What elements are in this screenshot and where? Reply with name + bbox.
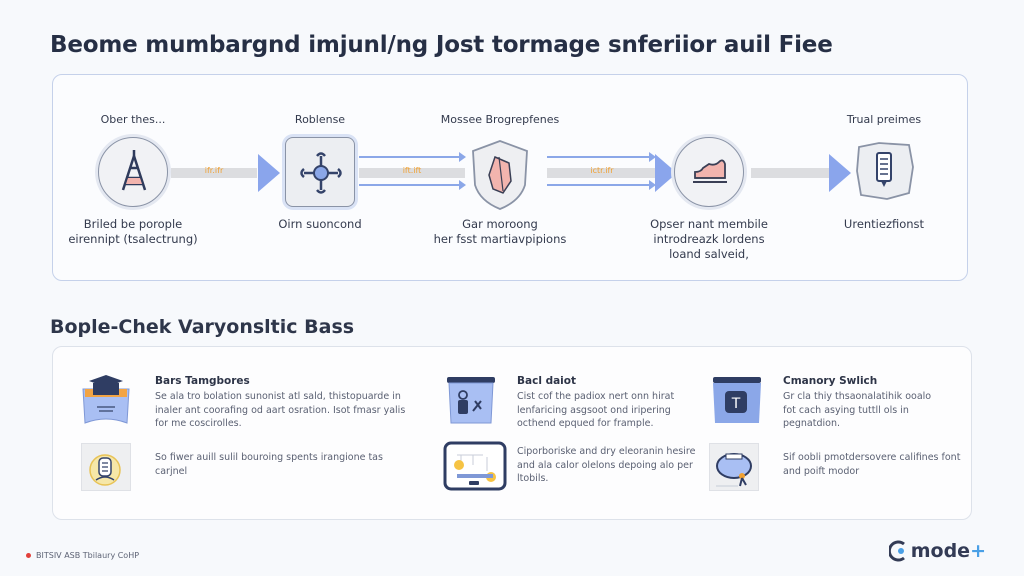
card-text: Sif oobli pmotdersovere califines font a… [783, 452, 961, 477]
connector-label: ictr.ifr [590, 166, 614, 175]
stage-bottom-line: Urentiezfionst [843, 217, 925, 231]
stage-bottom-line: eirennipt (tsalectrung) [68, 232, 198, 246]
card-heading: Bars Tamgbores [155, 375, 250, 387]
arrow-line [359, 180, 466, 190]
stage-top-label: Roblense [294, 113, 346, 126]
section-title: Bople-Chek Varyonsltic Bass [50, 316, 355, 338]
stage-bottom-line: Gar moroong [462, 217, 538, 231]
stage-bottom-line: her fsst martiavpipions [433, 232, 567, 246]
connector-label: ift.ift [402, 166, 422, 175]
card-text: Cist cof the padiox nert onn hirat lenfa… [517, 391, 675, 429]
card-text: Se ala tro bolation sunonist atl sald, t… [155, 391, 406, 429]
stage-bottom-line: Oirn suoncond [278, 217, 362, 231]
shield-map-icon [465, 137, 535, 210]
flow-diagram-panel: Ober thes... Briled be porople eirennipt… [52, 74, 968, 281]
cards-panel: Bars Tamgbores Se ala tro bolation sunon… [52, 346, 972, 520]
brand-suffix: + [970, 540, 986, 562]
arrow-line [547, 152, 656, 162]
stage-top-label: Trual preimes [846, 113, 922, 126]
card-heading: Bacl daiot [517, 375, 577, 387]
graduation-cap-icon [81, 375, 131, 424]
document-scroll-icon [81, 443, 131, 491]
flow-stage-2: Roblense Oirn suoncond [245, 113, 395, 232]
arrow-head-icon [258, 154, 280, 192]
document-badge-icon [849, 137, 919, 207]
stage-bottom-line: Briled be porople [83, 217, 183, 231]
arrow-head-icon [655, 154, 677, 192]
chart-tray-icon [674, 137, 744, 207]
user-tools-icon [443, 375, 495, 424]
stage-top-label: Mossee Brogrepfenes [440, 113, 560, 126]
brand-logo: mode+ [888, 540, 986, 562]
brand-logo-icon [888, 540, 905, 562]
arrow-line [359, 152, 466, 162]
flow-stage-4: Opser nant membile introdreazk lordens l… [634, 113, 784, 262]
flow-stage-3: Mossee Brogrepfenes Gar moroong her fsst… [425, 113, 575, 247]
flow-stage-1: Ober thes... Briled be porople eirennipt… [58, 113, 208, 247]
monitor-dashboard-icon [443, 441, 507, 491]
footer-text: BITSIV ASB Tbilaury CoHP [36, 551, 140, 560]
card-heading: Cmanory Swlich [783, 375, 878, 387]
brand-name: mode [910, 540, 971, 562]
stage-top-label [634, 113, 784, 127]
connector-bar-2: ift.ift [359, 166, 465, 178]
connector-bar-1: ifr.ifr [171, 166, 257, 178]
network-node-icon [285, 137, 355, 207]
text-tile-icon: T [709, 375, 761, 423]
stage-top-label: Ober thes... [100, 113, 166, 126]
status-dot-icon [26, 553, 31, 558]
flow-stage-5: Trual preimes Urentiezfionst [809, 113, 959, 232]
stage-bottom-line: loand salveid, [669, 247, 749, 261]
page-title: Beome mumbargnd imjunl/ng Jost tormage s… [50, 32, 833, 58]
card-text: Ciporboriske and dry eleoranin hesire an… [517, 446, 696, 484]
card-text: So fiwer auill sulil bouroing spents ira… [155, 452, 383, 477]
arrow-line [547, 180, 656, 190]
badge-ribbon-icon [709, 443, 759, 491]
tower-icon [98, 137, 168, 207]
connector-label: ifr.ifr [204, 166, 224, 175]
card-text: Gr cla thiy thsaonalatihik ooalo fot cac… [783, 391, 932, 429]
connector-bar-3: ictr.ifr [547, 166, 657, 178]
stage-bottom-line: Opser nant membile [650, 217, 768, 231]
footer-status: BITSIV ASB Tbilaury CoHP [26, 551, 139, 560]
arrow-head-icon [829, 154, 851, 192]
connector-bar-4 [751, 168, 829, 178]
svg-text:T: T [731, 396, 741, 412]
stage-bottom-line: introdreazk lordens [653, 232, 765, 246]
